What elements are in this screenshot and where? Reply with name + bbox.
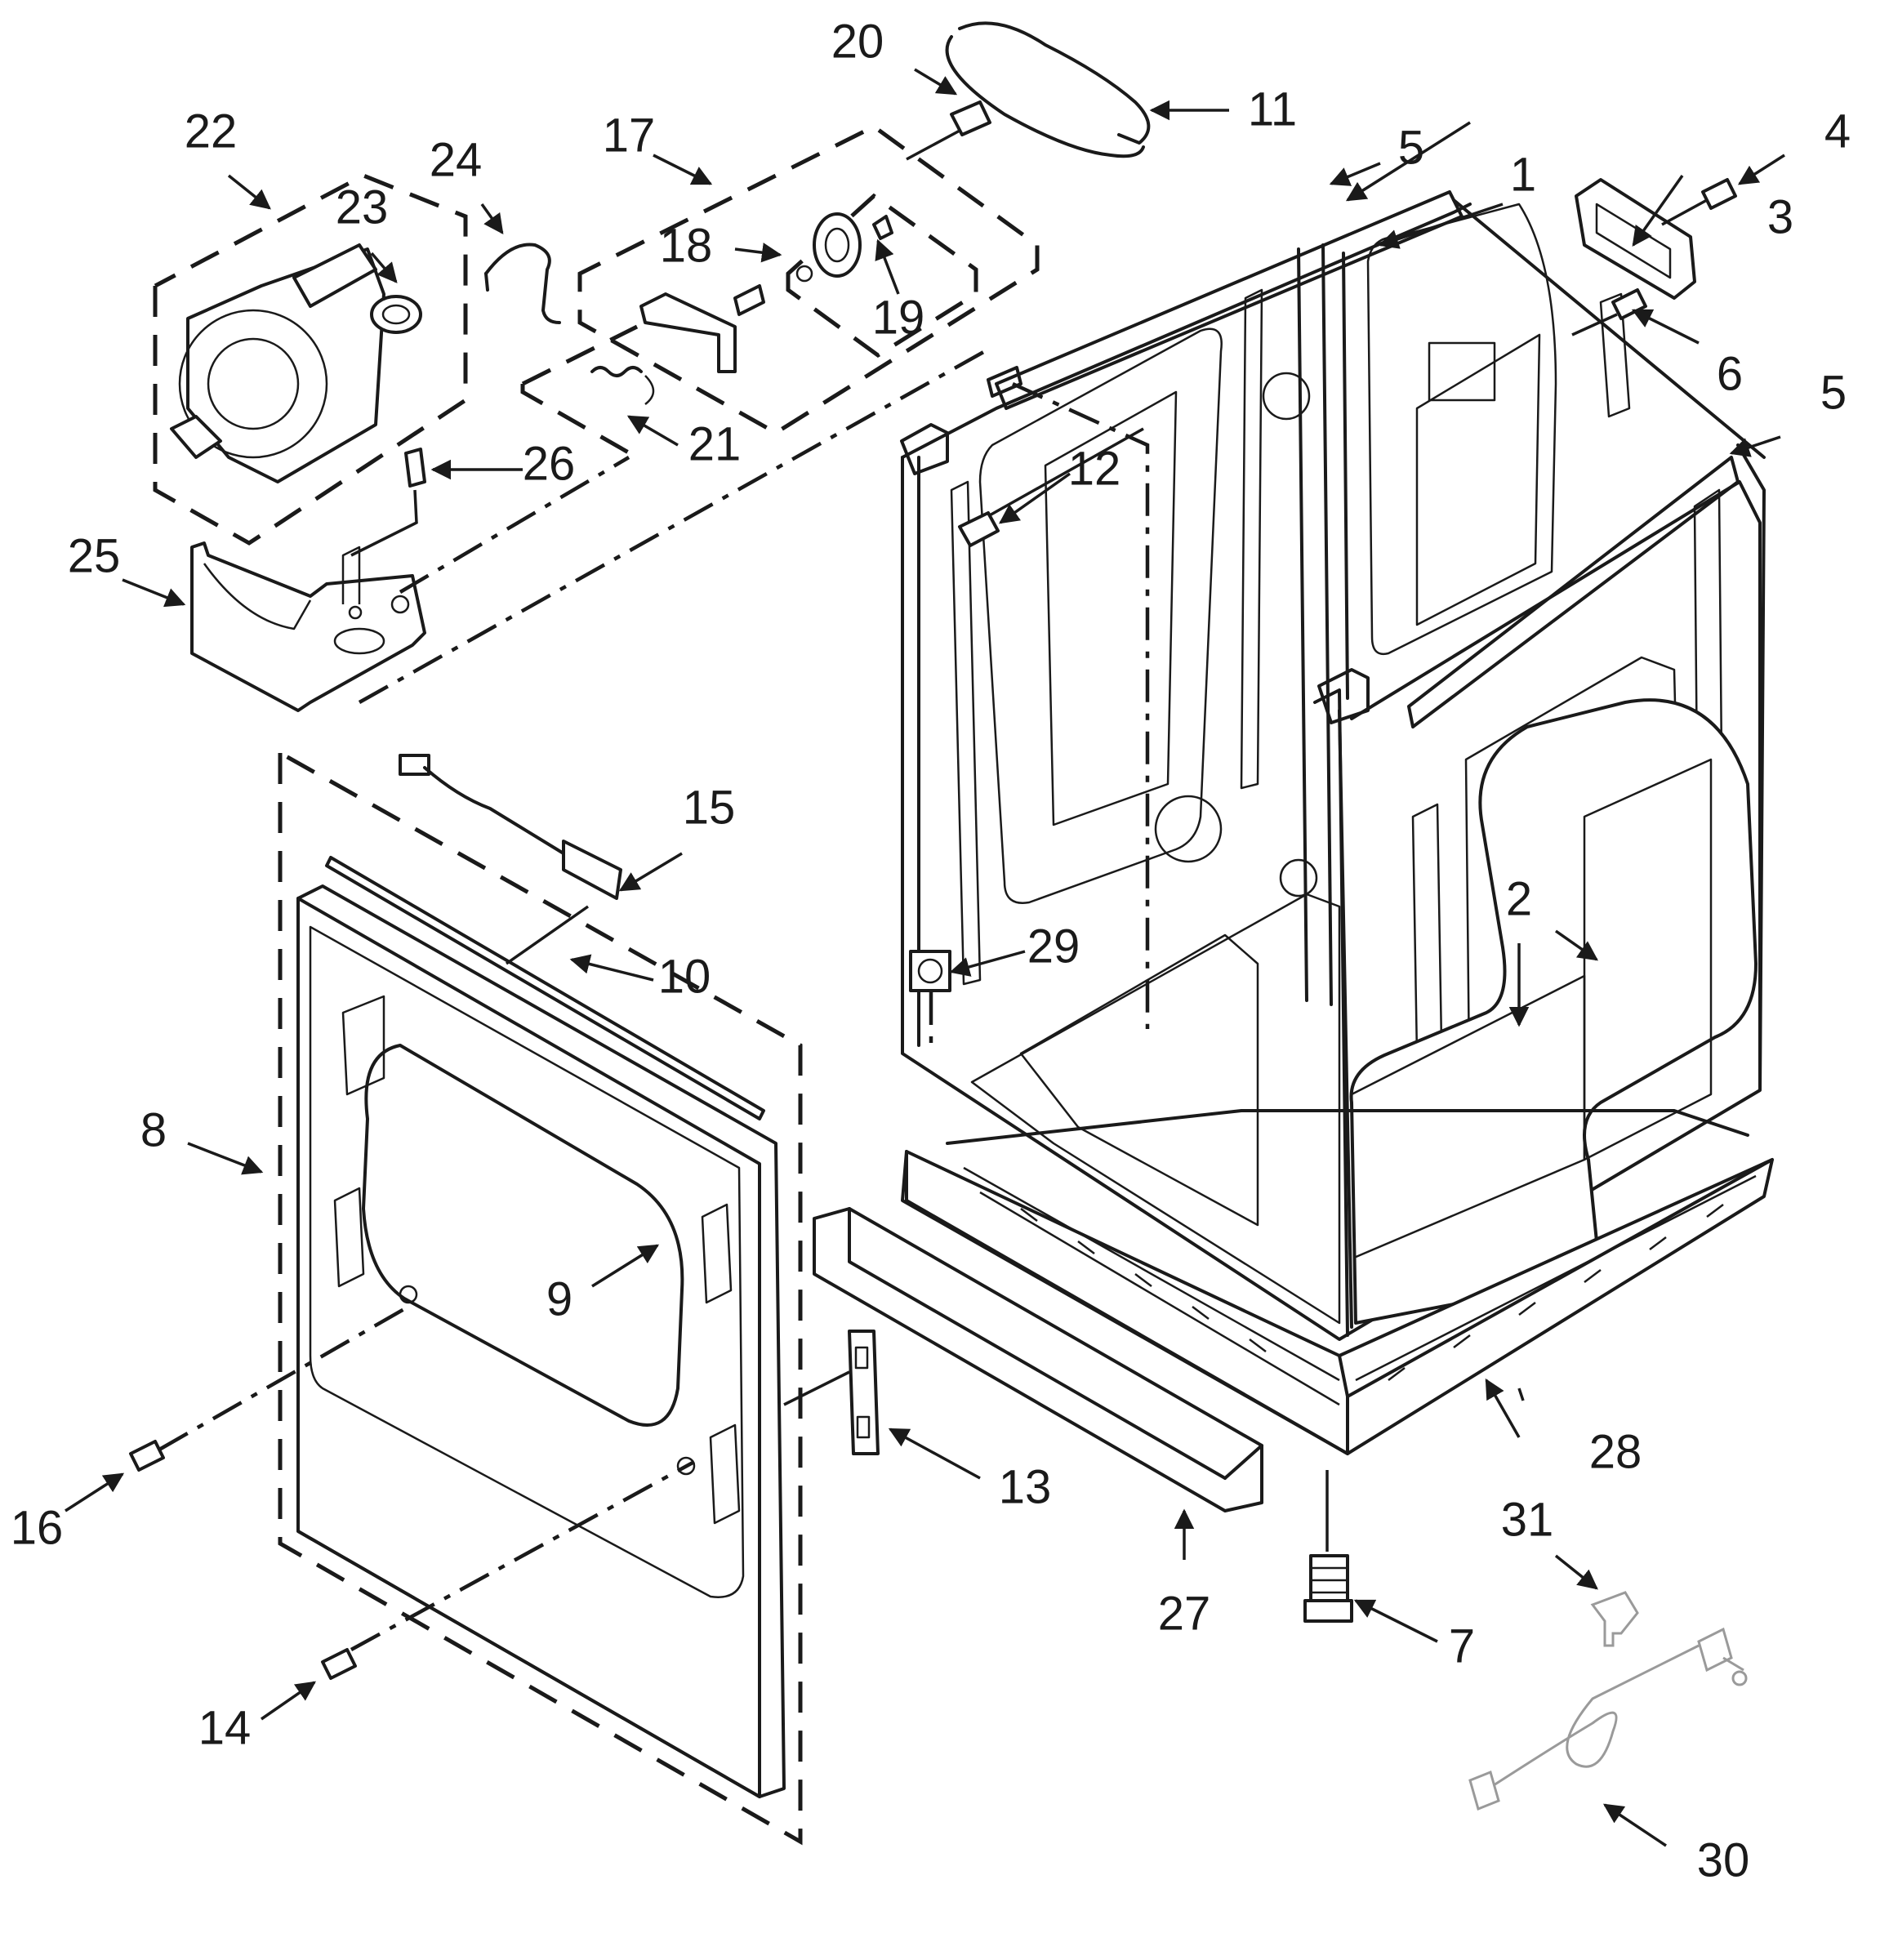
callout-11: 11 [1248, 82, 1297, 136]
assembly-centerline [358, 345, 1150, 1054]
idler-assembly-outline [520, 124, 1040, 460]
motor-switch [370, 295, 422, 334]
front-panel-seal [325, 856, 765, 1120]
drive-motor [170, 243, 385, 483]
bracket-screw-upper [1661, 178, 1737, 226]
motor-clamp [484, 243, 561, 324]
toe-panel [813, 1207, 1263, 1512]
idler-spring [590, 366, 655, 405]
callout-31: 31 [1501, 1493, 1554, 1546]
bracket-screw-lower [1571, 288, 1647, 336]
front-panel-group-outline [278, 749, 803, 1846]
callout-28: 28 [1589, 1425, 1642, 1478]
callout-13: 13 [999, 1460, 1052, 1513]
callout-25: 25 [68, 529, 121, 582]
callout-26: 26 [523, 437, 576, 490]
motor-screw [906, 100, 991, 161]
drive-belt [945, 21, 1151, 158]
callout-3: 3 [1767, 190, 1793, 243]
callout-5-right: 5 [1820, 366, 1847, 419]
callout-9: 9 [546, 1272, 572, 1325]
leveling-leg [1303, 1470, 1353, 1623]
door-strike [783, 1330, 880, 1455]
callout-16: 16 [11, 1501, 64, 1554]
callout-15: 15 [683, 781, 736, 834]
front-panel-screw-upper [129, 1305, 410, 1472]
callout-21: 21 [688, 417, 742, 470]
callout-19: 19 [872, 291, 925, 344]
base [901, 1109, 1774, 1455]
rear-access-bracket [1575, 178, 1696, 300]
idler-pulley [795, 212, 893, 283]
power-cord-clip [1590, 1591, 1639, 1647]
callout-1: 1 [1510, 148, 1536, 201]
callout-2: 2 [1506, 872, 1532, 925]
motor-assembly-outline [153, 173, 468, 546]
motor-mount-screw [350, 448, 426, 557]
cabinet-plug [909, 950, 951, 992]
callout-22: 22 [185, 105, 238, 158]
cabinet-screw [958, 427, 1144, 547]
callout-27: 27 [1158, 1587, 1211, 1640]
callout-6: 6 [1717, 347, 1743, 400]
power-cord [1468, 1627, 1748, 1811]
callout-14: 14 [198, 1701, 252, 1754]
door-switch-harness [399, 754, 622, 965]
callout-20: 20 [831, 15, 884, 68]
callout-17: 17 [603, 109, 656, 162]
front-panel-screw-lower [321, 1460, 696, 1680]
callout-30: 30 [1697, 1833, 1750, 1886]
idler-bracket [639, 284, 765, 373]
callout-4: 4 [1824, 105, 1851, 158]
callout-12: 12 [1068, 442, 1121, 495]
callout-labels: 1 2 3 4 5 5 6 7 8 9 10 11 12 13 14 15 16… [11, 15, 1851, 1886]
callout-7: 7 [1449, 1619, 1475, 1673]
callout-8: 8 [140, 1103, 167, 1156]
callout-18: 18 [660, 219, 713, 272]
callout-29: 29 [1027, 920, 1080, 973]
callout-10: 10 [658, 950, 711, 1003]
leader-arrows [65, 68, 1785, 1847]
callout-5-top: 5 [1398, 121, 1424, 174]
motor-mount [190, 541, 426, 712]
callout-23: 23 [336, 180, 389, 234]
front-panel [296, 884, 786, 1798]
side-panel-insulation [1349, 698, 1758, 1325]
callout-24: 24 [430, 133, 483, 186]
